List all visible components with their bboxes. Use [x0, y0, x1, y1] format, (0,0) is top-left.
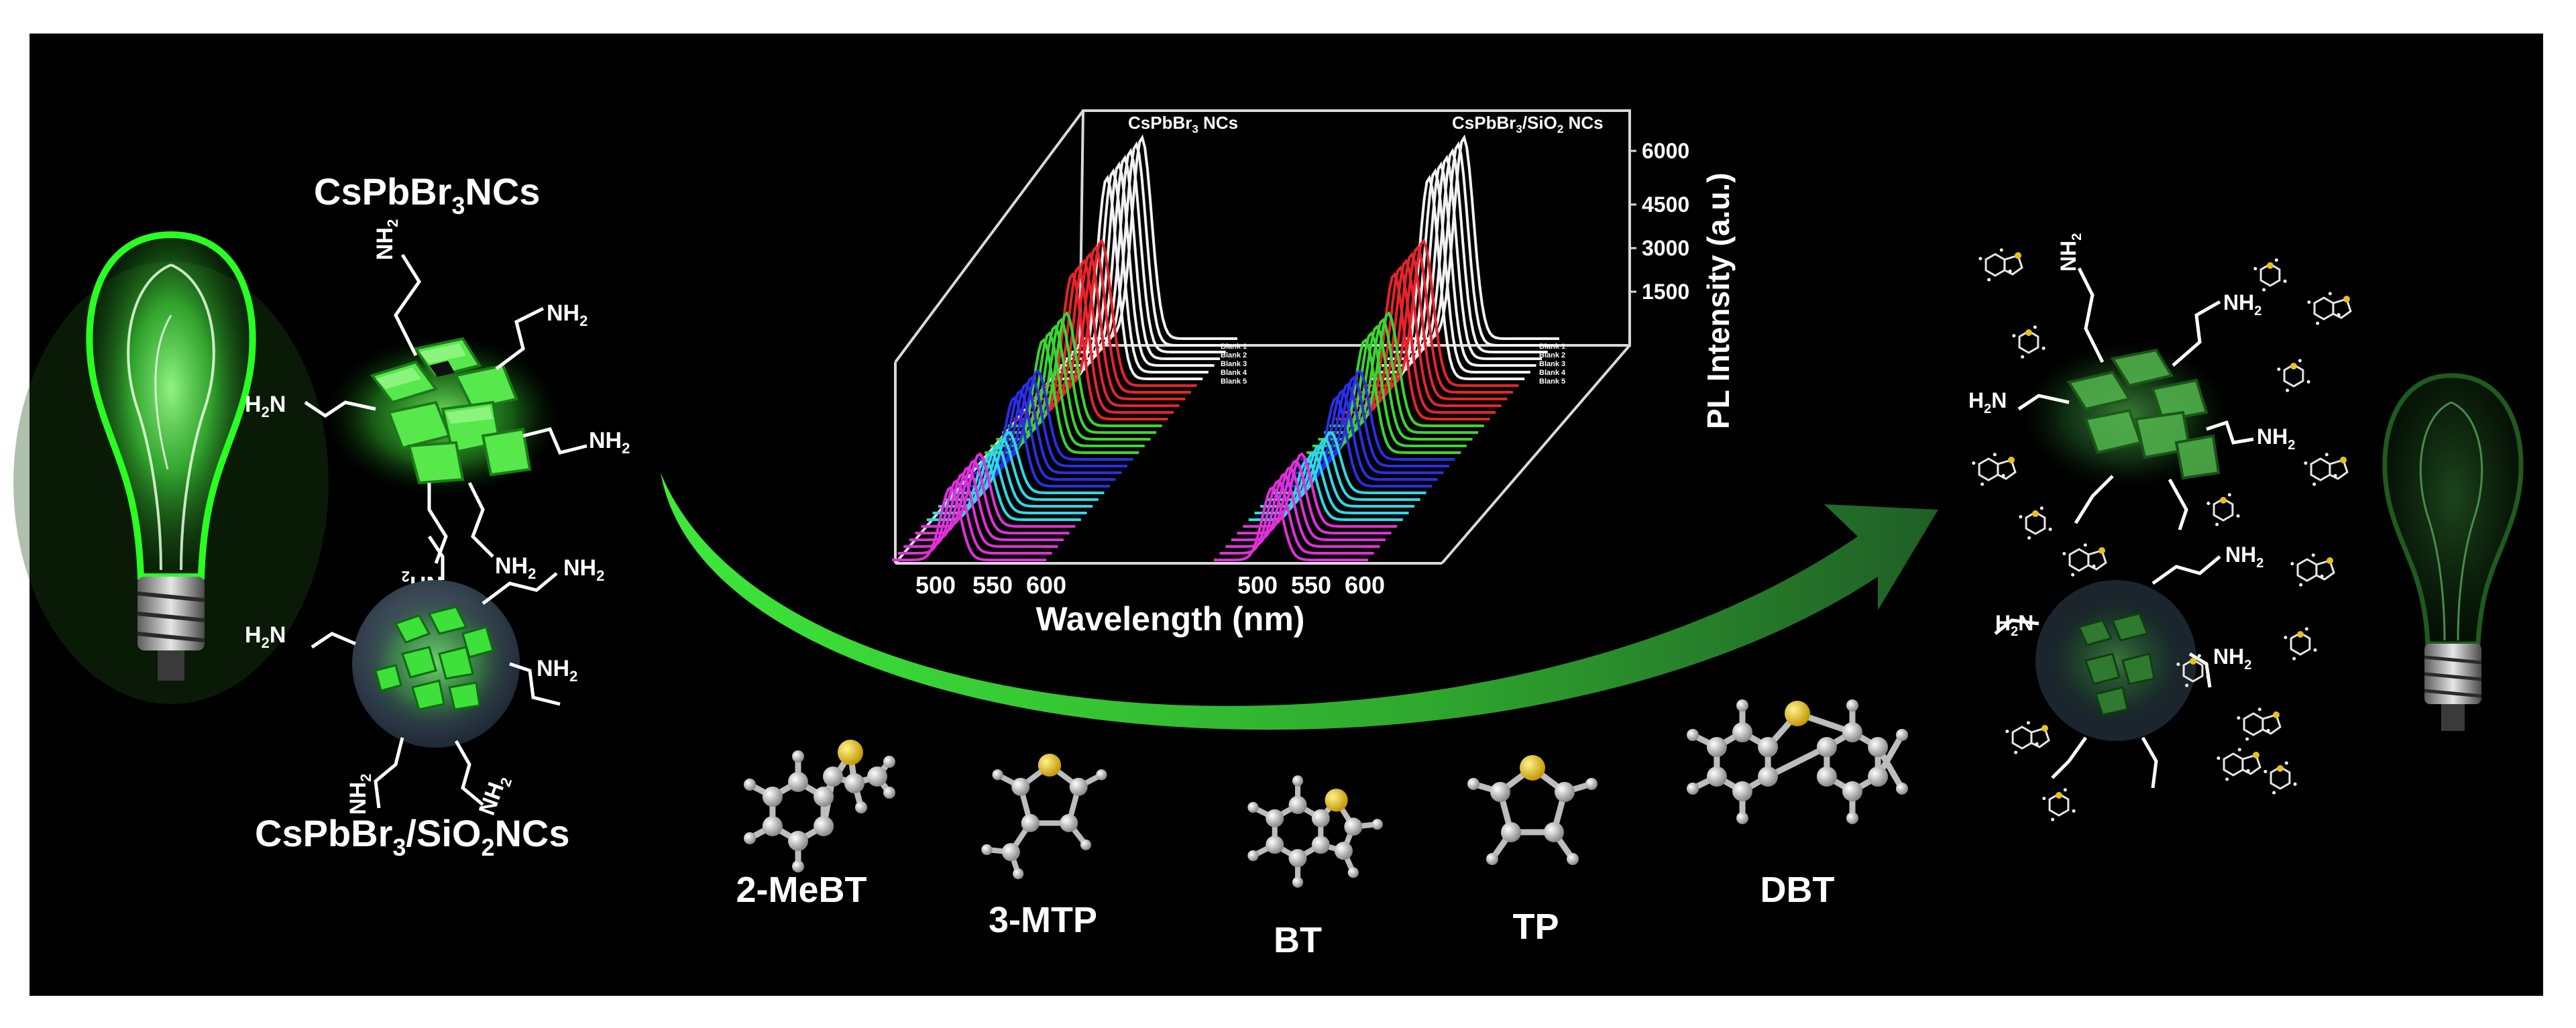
adsorbed-molecule — [2307, 292, 2352, 325]
svg-text:NH2: NH2 — [345, 774, 374, 815]
pl-waterfall-plot: CsPbBr3 NCs CsPbBr3/SiO2 NCs 6000 4500 3… — [892, 109, 1736, 638]
svg-text:H2N: H2N — [245, 392, 286, 420]
adsorbed-molecule — [2290, 553, 2335, 587]
dim-bulb — [2382, 373, 2524, 731]
waterfall-panel-right — [1214, 134, 1559, 561]
right-amine-labels: NH2 NH2 H2N NH2 NH2 H2N NH2 — [1968, 233, 2295, 673]
molecule-name-2-mebt: 2-MeBT — [736, 870, 866, 910]
svg-text:NH2: NH2 — [589, 428, 630, 457]
x-ticks-left: 500 550 600 — [915, 571, 1066, 599]
bottom-nc-amine-labels: NH2 H2N NH2 NH2 NH2 — [245, 555, 604, 819]
adsorbed-molecule — [2217, 748, 2261, 781]
molecule-dbt — [1687, 699, 1908, 824]
svg-text:Blank 5: Blank 5 — [1539, 378, 1565, 386]
molecule-tp — [1467, 755, 1598, 865]
cspbbr3-nanocrystal — [325, 335, 560, 496]
adsorbed-molecule — [2263, 761, 2297, 795]
adsorbed-molecule — [2019, 506, 2052, 540]
adsorbed-molecule — [2012, 325, 2046, 359]
svg-text:H2N: H2N — [1995, 611, 2033, 639]
molecule-name-tp: TP — [1512, 907, 1559, 947]
molecule-name-3-mtp: 3-MTP — [989, 900, 1097, 940]
svg-text:NH2: NH2 — [2225, 542, 2263, 571]
molecule-name-bt: BT — [1274, 920, 1322, 960]
adsorbed-molecule — [2277, 359, 2310, 392]
adsorbed-molecule — [1972, 453, 2017, 486]
svg-text:550: 550 — [972, 571, 1013, 599]
adsorbed-molecule — [2206, 493, 2240, 526]
molecule-2-mebt — [744, 740, 895, 872]
adsorbed-molecule — [2005, 721, 2050, 754]
adsorbed-molecule — [2062, 543, 2107, 577]
svg-text:550: 550 — [1291, 571, 1331, 599]
molecule-3-mtp — [981, 753, 1107, 880]
cspbbr3-sio2-ncs-label: CsPbBr3/SiO2NCs — [255, 812, 570, 861]
svg-text:H2N: H2N — [245, 622, 286, 651]
svg-text:NH2: NH2 — [2056, 233, 2084, 272]
svg-text:NH2: NH2 — [495, 553, 536, 582]
svg-text:Blank 4: Blank 4 — [1539, 369, 1566, 377]
z-tick-1500: 1500 — [1642, 280, 1689, 304]
molecule-bt — [1247, 775, 1383, 888]
svg-text:NH2: NH2 — [372, 219, 401, 260]
svg-text:500: 500 — [915, 571, 956, 599]
blank-labels-mid: Blank 1 Blank 2 Blank 3 Blank 4 Blank 5 — [1221, 343, 1247, 386]
svg-text:500: 500 — [1237, 571, 1278, 599]
quenched-cspbbr3-nanocrystal — [2022, 342, 2230, 490]
z-ticks: 6000 4500 3000 1500 — [1630, 139, 1689, 304]
x-axis-label: Wavelength (nm) — [1036, 600, 1305, 638]
svg-text:Blank 3: Blank 3 — [1539, 360, 1565, 368]
curved-arrow — [661, 473, 1938, 730]
bright-bulb — [13, 231, 329, 704]
svg-text:NH2: NH2 — [563, 555, 604, 584]
svg-text:Blank 4: Blank 4 — [1221, 369, 1247, 377]
quenched-sio2-nanocrystal — [2035, 580, 2196, 741]
adsorbed-molecule — [2176, 654, 2210, 687]
adsorbed-molecule — [2237, 707, 2282, 741]
svg-text:Blank 1: Blank 1 — [1539, 343, 1565, 351]
svg-text:NH2: NH2 — [2213, 644, 2251, 673]
adsorbed-molecule — [2042, 788, 2076, 821]
bottom-nc-ligands — [311, 535, 561, 809]
adsorbed-molecule — [2253, 258, 2287, 292]
panel-left-title: CsPbBr3 NCs — [1128, 113, 1238, 135]
svg-text:Blank 5: Blank 5 — [1221, 378, 1247, 386]
svg-text:NH2: NH2 — [2223, 290, 2261, 319]
z-tick-3000: 3000 — [1642, 236, 1689, 260]
svg-text:Blank 3: Blank 3 — [1221, 360, 1247, 368]
blank-labels-left: Blank 1 Blank 2 Blank 3 Blank 4 Blank 5 — [1539, 343, 1566, 386]
svg-text:H2N: H2N — [1968, 388, 2007, 416]
svg-text:600: 600 — [1345, 571, 1385, 599]
adsorbed-molecule — [2284, 627, 2317, 661]
svg-text:Blank 2: Blank 2 — [1221, 351, 1247, 359]
svg-text:600: 600 — [1026, 571, 1066, 599]
molecule-row — [744, 699, 1908, 888]
right-ligands — [1994, 267, 2254, 789]
svg-text:Blank 1: Blank 1 — [1221, 343, 1247, 351]
svg-text:Blank 2: Blank 2 — [1539, 351, 1565, 359]
molecule-names: 2-MeBT 3-MTP BT TP DBT — [736, 870, 1834, 960]
adsorbed-sulfur-molecules — [1972, 248, 2352, 821]
cspbbr3-sio2-nanocrystal — [352, 580, 520, 748]
x-ticks-right: 500 550 600 — [1237, 571, 1385, 599]
molecule-name-dbt: DBT — [1760, 870, 1835, 910]
svg-text:NH2: NH2 — [537, 656, 577, 685]
adsorbed-molecule — [1978, 248, 2023, 282]
svg-text:NH2: NH2 — [2257, 424, 2295, 453]
waterfall-panel-left — [892, 134, 1237, 561]
z-axis-label: PL Intensity (a.u.) — [1701, 172, 1736, 429]
svg-text:NH2: NH2 — [547, 300, 587, 329]
top-nc-ligands — [304, 253, 587, 564]
cspbbr3-ncs-label: CsPbBr3NCs — [314, 170, 540, 219]
adsorbed-molecule — [2304, 453, 2349, 486]
z-tick-4500: 4500 — [1642, 192, 1689, 217]
panel-right-title: CsPbBr3/SiO2 NCs — [1452, 113, 1604, 135]
z-tick-6000: 6000 — [1642, 139, 1689, 163]
